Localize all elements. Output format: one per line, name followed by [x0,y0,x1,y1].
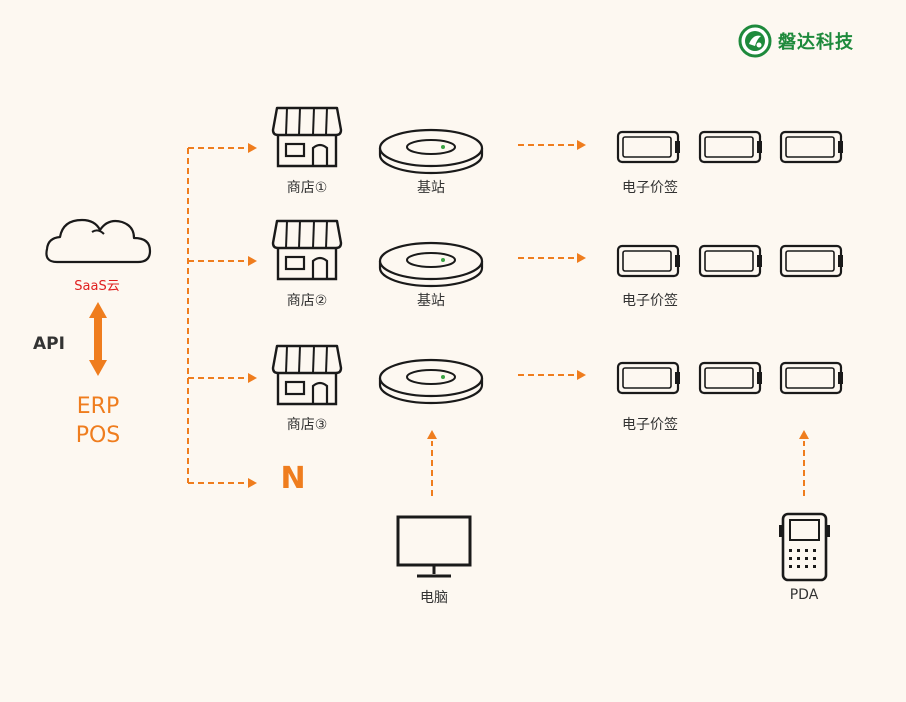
erp-label: ERP [76,394,120,419]
computer-label: 电脑 [420,590,448,606]
price-tags-label: 电子价签 [622,293,678,309]
price-tag-icon [779,244,843,278]
arrowhead-icon [248,478,257,488]
price-tag-icon [698,244,762,278]
store-label: 商店② [286,293,328,309]
store-icon [271,106,343,168]
api-double-arrow [89,302,107,376]
price-tag-icon [616,361,680,395]
price-tag-icon [698,361,762,395]
price-tag-icon [779,361,843,395]
n-label: N [280,461,306,496]
arrowhead-icon [577,140,586,150]
arrowhead-icon [427,430,437,439]
cloud-icon [45,218,152,264]
price-tag-icon [616,244,680,278]
brand-logo: 磐达科技 [738,24,854,58]
monitor-icon [396,515,472,578]
store-label: 商店③ [286,417,328,433]
price-tag-icon [698,130,762,164]
store-label: 商店① [286,180,328,196]
arrowhead-icon [248,256,257,266]
arrowhead-icon [577,253,586,263]
api-label: API [33,334,65,354]
base-station-label: 基站 [417,180,445,196]
pda-icon [779,512,830,582]
arrowhead-icon [799,430,809,439]
pda-label: PDA [789,587,819,603]
brand-name: 磐达科技 [778,32,854,53]
pos-label: POS [75,423,121,448]
arrowhead-icon [248,143,257,153]
price-tags-label: 电子价签 [622,180,678,196]
arrowhead-icon [577,370,586,380]
brand-logo-icon [738,24,772,58]
base-station-icon [378,128,484,175]
cloud-label: SaaS云 [74,279,120,294]
store-icon [271,219,343,281]
store-icon [271,344,343,406]
base-station-icon [378,358,484,405]
arrowhead-icon [248,373,257,383]
price-tag-icon [779,130,843,164]
price-tags-label: 电子价签 [622,417,678,433]
base-station-icon [378,241,484,288]
base-station-label: 基站 [417,293,445,309]
price-tag-icon [616,130,680,164]
